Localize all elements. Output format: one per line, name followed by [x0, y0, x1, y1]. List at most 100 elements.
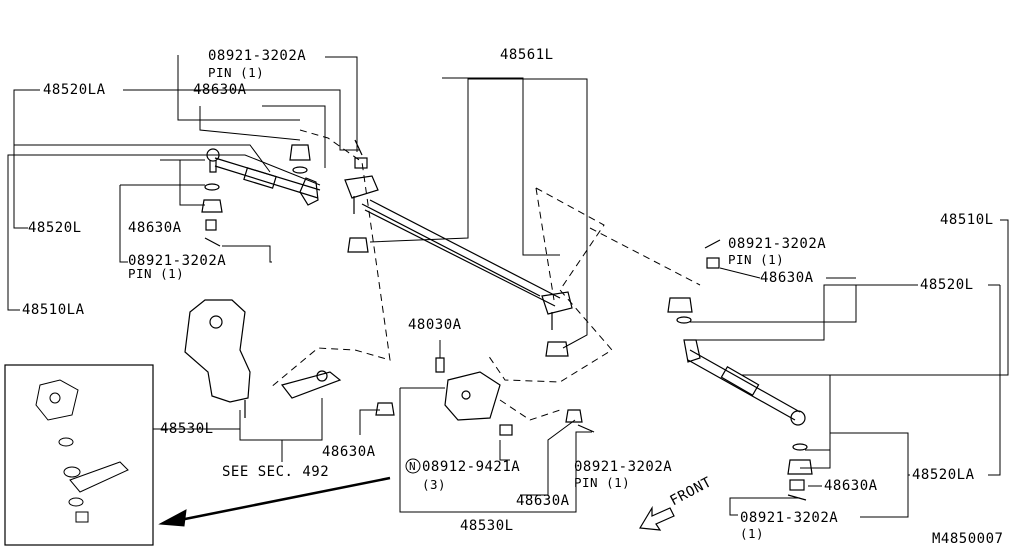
label-48530L-left: 48530L [160, 421, 214, 437]
label-48510L: 48510L [940, 212, 994, 228]
label-48520LA-top: 48520LA [43, 82, 106, 98]
frame-48530L [399, 388, 577, 513]
inset-bracket-hole [49, 392, 61, 404]
nut-right-small [706, 257, 720, 269]
leader-48561L-b [522, 79, 560, 256]
nut-right-3 [789, 479, 805, 491]
pin-right [704, 239, 721, 249]
nut-bottom-right [565, 409, 583, 423]
leader-08921-top [177, 55, 300, 121]
ball-joint-tl [206, 148, 220, 162]
phantom-lines [269, 129, 701, 421]
right-tie-rod-b [687, 359, 796, 421]
washer-right [676, 316, 692, 324]
right-adjust-sleeve [720, 365, 760, 397]
label-48630A-right: 48630A [760, 270, 814, 286]
label-48520LA-right: 48520LA [912, 467, 975, 483]
inset-washer-1 [58, 437, 74, 447]
label-n-mark: N [409, 460, 417, 473]
ball-joint-tl-stem [209, 160, 217, 173]
leader-see-sec [239, 410, 283, 462]
leader-08921-bot [575, 431, 592, 470]
leader-08921-right2 [729, 497, 800, 516]
center-rod-lower [364, 209, 556, 307]
leader-48520LA-top [123, 89, 360, 151]
leader-48520L-right-b [693, 284, 856, 341]
front-arrow-icon [638, 505, 675, 531]
inset-arrow-line [179, 476, 391, 522]
leader-48520L-right [690, 284, 918, 323]
steering-gear [184, 299, 251, 403]
label-qty3: (3) [422, 477, 447, 492]
nut-08912 [499, 424, 513, 436]
pin-top [354, 139, 363, 156]
n-circle-icon [405, 458, 421, 474]
label-48520L-left: 48520L [28, 220, 82, 236]
leader-48630A-bot [520, 419, 576, 496]
label-pin-left: PIN (1) [128, 266, 185, 281]
nut-mid [347, 237, 369, 253]
parts [184, 139, 813, 501]
nut-right-2 [787, 459, 813, 475]
leader-48520L-left [14, 144, 271, 173]
leader-48510L [750, 219, 1009, 376]
washer-left [204, 183, 220, 191]
leader-08921-right2-b [860, 475, 909, 518]
label-48630A-top: 48630A [193, 82, 247, 98]
nut-left [201, 199, 223, 213]
nut-left-small [205, 219, 217, 231]
leader-08921-left [222, 245, 272, 263]
steering-gear-port [209, 315, 223, 329]
inset-bracket [35, 379, 79, 421]
arrows [158, 476, 675, 531]
leader-48520LA-right [800, 432, 910, 476]
label-08921-left: 08921-3202A [128, 253, 227, 269]
ball-joint-right [683, 339, 701, 363]
inset-arrow-head [158, 509, 187, 527]
nut-bottom-mid [375, 402, 395, 416]
diagram-code: M4850007 [932, 531, 1004, 547]
label-48030A: 48030A [408, 317, 462, 333]
label-08921-bot: 08921-3202A [574, 459, 673, 475]
phantom-top [269, 129, 391, 389]
label-48630A-right2: 48630A [824, 478, 878, 494]
bolt-48030A [435, 357, 445, 373]
castle-nut-right [667, 297, 693, 313]
inset-arm [69, 461, 129, 493]
phantom-center [487, 187, 613, 383]
leader-48520LA-right-e [988, 375, 1001, 476]
label-48630A-left: 48630A [128, 220, 182, 236]
nut-center [545, 341, 569, 357]
label-08912: 08912-9421A [422, 459, 521, 475]
leader-48630A-left [179, 160, 205, 206]
leader-08912 [499, 440, 510, 461]
pin-bot [577, 424, 595, 433]
leader-48561L [369, 77, 524, 243]
label-08921-top: 08921-3202A [208, 48, 307, 64]
leader-48561L-c [523, 78, 588, 349]
leader-48520LA-top-b [13, 89, 40, 229]
left-tie-rod-b [214, 165, 319, 199]
label-48630A-mid: 48630A [322, 444, 376, 460]
center-rod-upper [369, 199, 561, 299]
label-08921-right: 08921-3202A [728, 236, 827, 252]
phantom-bot [499, 399, 561, 421]
label-48630A-bot: 48630A [516, 493, 570, 509]
label-48530L-bot: 48530L [460, 518, 514, 534]
label-48510LA: 48510LA [22, 302, 85, 318]
label-48561L: 48561L [500, 47, 554, 63]
label-pin-right: PIN (1) [728, 252, 785, 267]
label-48520L-right: 48520L [920, 277, 974, 293]
label-see-sec: SEE SEC. 492 [222, 464, 330, 480]
inset-washer-2 [63, 466, 81, 478]
washer-right-2 [792, 443, 808, 451]
leader-48630A-top [199, 106, 301, 141]
ball-joint-right-2 [790, 410, 806, 426]
right-tie-rod [689, 349, 801, 413]
leader-48520LA-right-d [742, 374, 831, 405]
label-pin-bot: PIN (1) [574, 475, 631, 490]
inset-frame [4, 364, 154, 546]
leader-48630A-left-c [119, 185, 128, 263]
idler-arm-hole [461, 390, 471, 400]
